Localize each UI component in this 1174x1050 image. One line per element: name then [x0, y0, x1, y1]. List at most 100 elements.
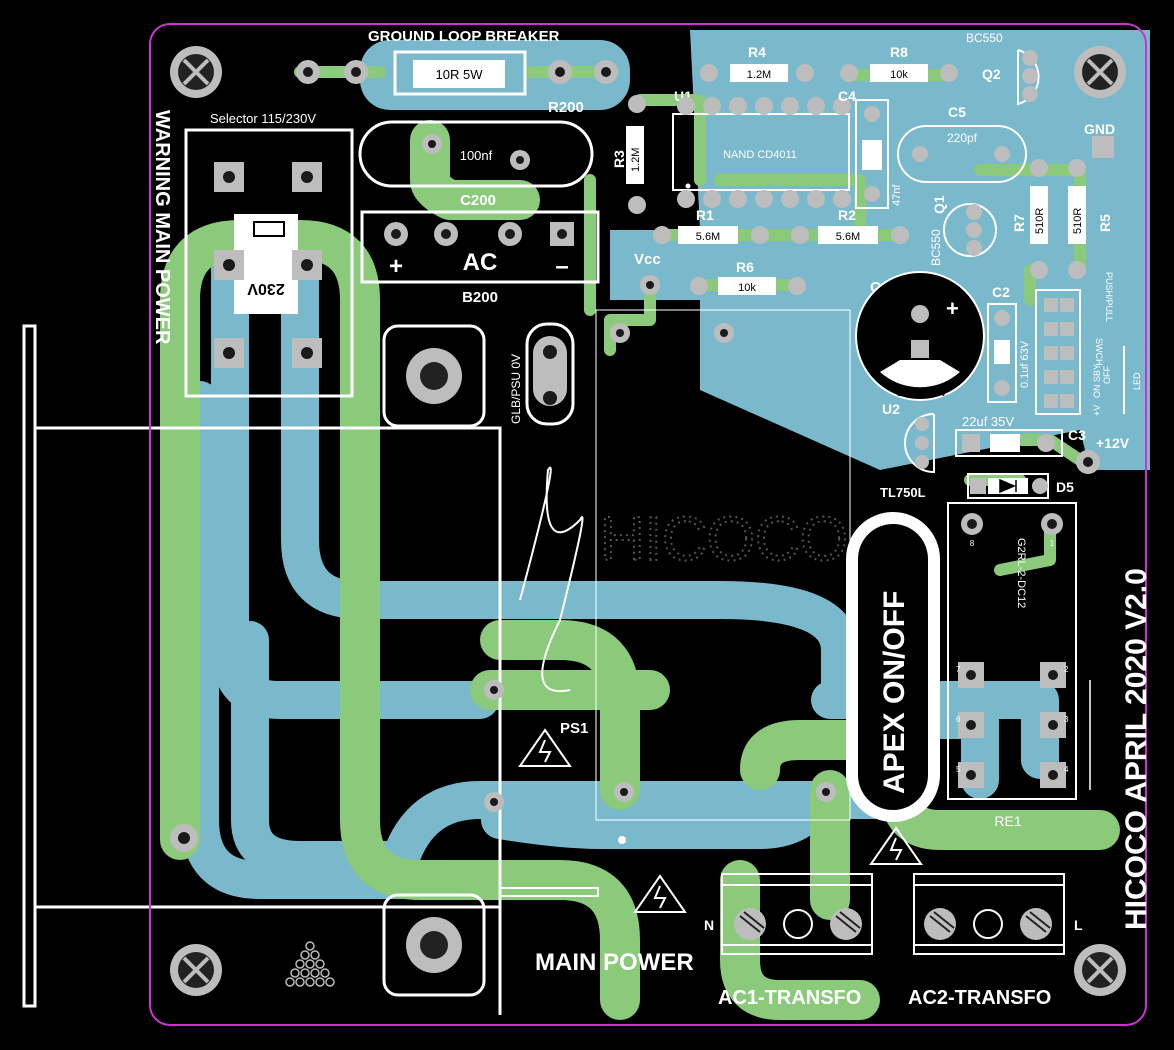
r8-label: R8	[890, 44, 908, 60]
plus-v-label: +V	[1092, 405, 1102, 416]
u1-value: NAND CD4011	[723, 149, 797, 161]
r6-label: R6	[736, 259, 754, 275]
warning-label: WARNING MAIN POWER	[151, 110, 173, 345]
r7-label: R7	[1011, 214, 1027, 232]
relay-pin-3: 3	[1064, 715, 1069, 724]
r8-value: 10k	[890, 69, 908, 81]
resistor-r3: R3 1.2M	[611, 95, 646, 214]
capacitor-c3: 22uf 35V C3	[955, 414, 1086, 457]
b200-label: B200	[462, 289, 498, 306]
relay-pin-8: 8	[970, 539, 975, 548]
transistor-q2: BC550 Q2	[966, 31, 1040, 106]
selector-value: 230V	[247, 280, 285, 297]
swch-label: SWCH	[1094, 338, 1104, 366]
ps1-label: PS1	[560, 720, 588, 737]
r3-label: R3	[611, 150, 627, 168]
logo-dot-triangle	[285, 941, 335, 987]
c1-plus-sign: +	[946, 296, 959, 321]
regulator-u2: U2 TL750L	[880, 401, 935, 500]
diode-d5: D5	[967, 473, 1074, 499]
q2-label: Q2	[982, 66, 1001, 82]
board-outline	[149, 23, 1147, 1026]
ac2-label: AC2-TRANSFO	[908, 987, 1051, 1009]
capacitor-c1: C1 + 100uf 25V	[855, 271, 985, 401]
b200-plus: +	[389, 253, 403, 280]
resistor-r6: R6 10k	[690, 259, 806, 295]
off-label: OFF	[1102, 366, 1112, 384]
capacitor-c5: C5 220pf	[897, 104, 1027, 183]
r200-label: R200	[548, 99, 584, 116]
r2-value: 5.6M	[836, 231, 860, 243]
neutral-label: N	[704, 917, 714, 933]
capacitor-c2: C2 0.1uf 63V	[987, 284, 1031, 403]
led-label: LED	[1132, 372, 1142, 390]
q1-label: Q1	[931, 195, 947, 214]
selector-label: Selector 115/230V	[210, 111, 316, 126]
apex-label: APEX ON/OFF	[878, 591, 911, 794]
bridge-b200: + AC – B200	[360, 210, 600, 306]
mounting-hole-bottom-left	[170, 944, 222, 996]
relay-re1: 8 1 G2RL-2-DC12 7 2 6 3 5 4 RE1	[935, 502, 1091, 829]
voltage-selector: Selector 115/230V 230V	[184, 111, 354, 398]
warning-triangle-icon	[518, 728, 572, 767]
r1-label: R1	[696, 207, 714, 223]
plus12v-pad: +12V	[1076, 435, 1130, 474]
vcc-pad: Vcc	[634, 251, 661, 295]
transistor-q1: Q1 BC550	[929, 195, 997, 266]
re1-label: RE1	[994, 813, 1021, 829]
relay-pin-1: 1	[1050, 539, 1055, 548]
c4-value: 47nf	[891, 184, 903, 206]
mounting-hole-top-right	[1074, 46, 1126, 98]
r2-label: R2	[838, 207, 856, 223]
c2-value: 0.1uf 63V	[1019, 340, 1031, 388]
mounting-hole-top-left	[170, 46, 222, 98]
main-power-label: MAIN POWER	[535, 949, 694, 976]
relay-pin-2: 2	[1064, 665, 1069, 674]
resistor-r8: R8 10k	[840, 44, 958, 82]
c200-value: 100nf	[460, 148, 493, 163]
resistor-r4: R4 1.2M	[700, 44, 814, 82]
c5-value: 220pf	[947, 131, 978, 145]
mounting-holes	[170, 46, 1126, 996]
b200-ac: AC	[463, 249, 498, 276]
on-sby-label: ON SBY	[1092, 364, 1102, 398]
glb-label: GLB/PSU 0V	[509, 354, 523, 424]
heatsink-outline	[22, 324, 502, 1015]
ic-u1: U1 NAND CD4011	[672, 88, 851, 208]
ac1-label: AC1-TRANSFO	[718, 987, 861, 1009]
switch-header: SWCH PUSH/PULL ON SBY OFF +V LED	[1035, 272, 1142, 416]
relay-value: G2RL-2-DC12	[1015, 538, 1027, 608]
signature	[519, 466, 584, 693]
c4-label: C4	[838, 88, 856, 104]
gnd-label: GND	[1084, 121, 1115, 137]
version-label: HICOCO APRIL 2020 V2.0	[1120, 568, 1153, 930]
line-label: L	[1074, 917, 1083, 933]
resistor-r7: R7 510R	[1011, 159, 1048, 279]
u2-type: TL750L	[880, 485, 926, 500]
mounting-hole-bottom-right	[1074, 944, 1126, 996]
relay-pin-7: 7	[956, 665, 961, 674]
relay-pin-5: 5	[956, 765, 961, 774]
warning-triangle-icon	[633, 874, 687, 913]
resistor-r5: R5 510R	[1068, 159, 1113, 279]
resistor-r2: R2 5.6M	[791, 207, 909, 244]
hicoco-logo: HICOCO	[600, 505, 848, 574]
top-copper-layer	[160, 120, 1120, 1020]
r4-label: R4	[748, 44, 766, 60]
resistor-r1: R1 5.6M	[653, 207, 769, 244]
ground-loop-breaker: GROUND LOOP BREAKER 10R 5W R200	[296, 28, 618, 116]
ground-loop-breaker-label: GROUND LOOP BREAKER	[368, 28, 560, 45]
relay-pin-4: 4	[1064, 765, 1069, 774]
r1-value: 5.6M	[696, 231, 720, 243]
silk-marker	[499, 887, 599, 897]
c200-label: C200	[460, 192, 496, 209]
r3-value: 1.2M	[630, 148, 642, 172]
r5-label: R5	[1097, 214, 1113, 232]
r200-value: 10R 5W	[436, 67, 484, 82]
d5-label: D5	[1056, 479, 1074, 495]
c5-label: C5	[948, 104, 966, 120]
q1-type: BC550	[929, 229, 943, 266]
r6-value: 10k	[738, 282, 756, 294]
c3-value: 22uf 35V	[962, 414, 1014, 429]
